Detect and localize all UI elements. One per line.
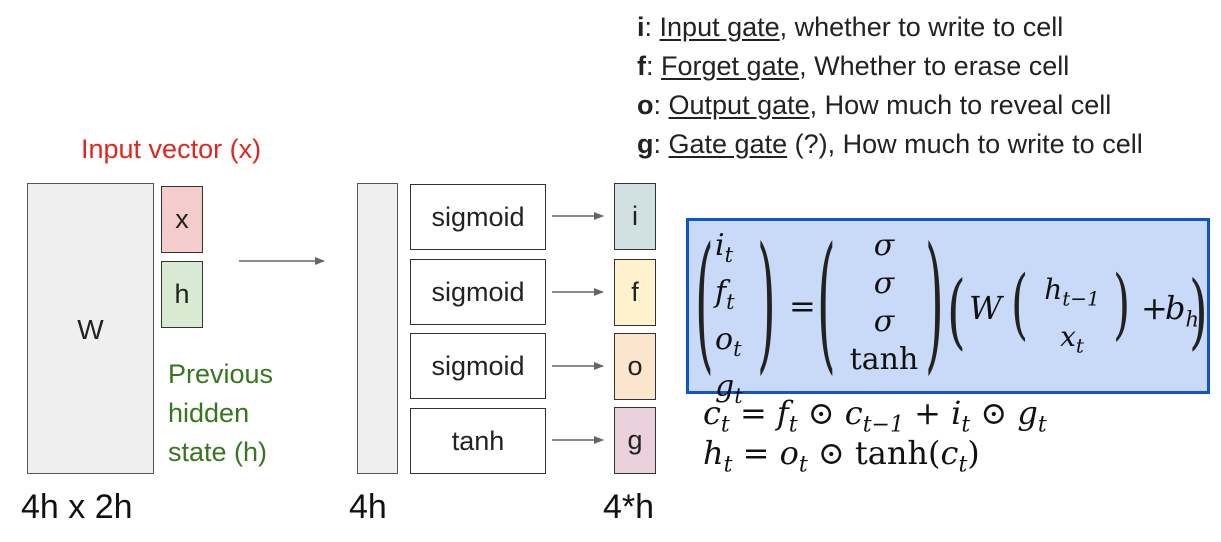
activation-label: sigmoid — [431, 276, 525, 307]
bias-term: bh — [1165, 289, 1200, 332]
right-paren: ) — [925, 216, 944, 391]
activation-box-sigmoid: sigmoid — [410, 259, 546, 325]
input-concat-vector: ht−1 xt — [1031, 271, 1113, 364]
legend-line-g: g: Gate gate (?), How much to write to c… — [637, 129, 1143, 160]
activation-label: sigmoid — [431, 201, 525, 232]
gate-vector-entry: ft — [715, 275, 735, 314]
activation-box-sigmoid: sigmoid — [410, 184, 546, 250]
right-paren: ) — [1113, 260, 1131, 350]
activation-box-sigmoid: sigmoid — [410, 333, 546, 399]
gate-box-g: g — [614, 407, 656, 474]
prev-hidden-label: Previous hidden state (h) — [168, 355, 273, 472]
x-vector-label: x — [175, 204, 189, 234]
hidden-state-equation: ht = ot ⊙ tanh(ct) — [703, 434, 980, 478]
activation-vector: σ σ σ tanh — [839, 227, 929, 379]
lstm-equation-box: ( it ft ot gt ) = ( σ σ σ tanh ) ( W ( h… — [686, 216, 1210, 408]
preactivation-dims-label: 4h — [349, 488, 387, 526]
gate-vector: it ft ot gt — [715, 227, 743, 415]
activation-entry: σ — [873, 266, 895, 301]
legend-sep: : — [646, 51, 662, 81]
gate-dims-label: 4*h — [603, 488, 655, 526]
left-paren: ( — [947, 264, 966, 360]
legend-line-i: i: Input gate, whether to write to cell — [637, 12, 1063, 43]
plus-sign: + — [1141, 289, 1168, 327]
equals-sign: = — [789, 287, 816, 325]
gate-vector-entry: ot — [715, 322, 742, 361]
legend-sep: : — [653, 90, 669, 120]
gate-box-o: o — [614, 333, 656, 400]
legend-sep: : — [653, 129, 669, 159]
legend-sep: : — [644, 12, 660, 42]
legend-desc: , whether to write to cell — [779, 12, 1064, 42]
x-vector-box: x — [161, 186, 203, 253]
gate-label: g — [627, 425, 643, 455]
prev-hidden-line: state (h) — [168, 437, 268, 467]
legend-key: g — [637, 129, 654, 159]
activation-label: sigmoid — [431, 350, 525, 381]
gate-box-i: i — [614, 183, 656, 250]
right-paren: ) — [1189, 264, 1208, 360]
gate-label: o — [627, 351, 643, 381]
gate-box-f: f — [614, 259, 656, 326]
weight-matrix-label: W — [77, 313, 104, 345]
input-concat-entry: xt — [1060, 319, 1084, 358]
h-vector-label: h — [174, 279, 190, 309]
left-paren: ( — [817, 216, 836, 391]
activation-entry: σ — [873, 228, 895, 263]
legend-name: Input gate — [659, 12, 780, 42]
h-vector-box: h — [161, 261, 203, 328]
legend-desc: (?), How much to write to cell — [787, 129, 1143, 159]
preactivation-vector — [357, 183, 398, 474]
activation-label: tanh — [451, 425, 505, 456]
legend-key: f — [637, 51, 646, 81]
gate-vector-entry: gt — [715, 369, 743, 408]
weight-symbol: W — [969, 289, 1002, 327]
legend-name: Forget gate — [661, 51, 800, 81]
legend-line-o: o: Output gate, How much to reveal cell — [637, 90, 1111, 121]
cell-state-equation: ct = ft ⊙ ct−1 + it ⊙ gt — [703, 394, 1047, 438]
legend-name: Output gate — [668, 90, 810, 120]
legend-desc: , How much to reveal cell — [809, 90, 1112, 120]
activation-box-tanh: tanh — [410, 408, 546, 474]
gate-vector-entry: it — [715, 228, 734, 267]
weight-dims-label: 4h x 2h — [21, 488, 133, 526]
right-paren: ) — [757, 216, 776, 391]
legend-line-f: f: Forget gate, Whether to erase cell — [637, 51, 1069, 82]
legend-desc: , Whether to erase cell — [799, 51, 1070, 81]
prev-hidden-line: hidden — [168, 398, 250, 428]
left-paren: ( — [695, 216, 714, 391]
weight-matrix-box: W — [27, 183, 154, 474]
legend-key: o — [637, 90, 654, 120]
input-concat-entry: ht−1 — [1044, 273, 1100, 311]
input-vector-label: Input vector (x) — [81, 134, 262, 164]
prev-hidden-line: Previous — [168, 359, 274, 389]
activation-entry: σ — [873, 304, 895, 339]
legend-key: i — [637, 12, 645, 42]
gate-label: f — [631, 277, 639, 307]
gate-label: i — [632, 201, 638, 231]
left-paren: ( — [1011, 260, 1029, 350]
legend-name: Gate gate — [668, 129, 788, 159]
activation-entry: tanh — [849, 342, 919, 377]
